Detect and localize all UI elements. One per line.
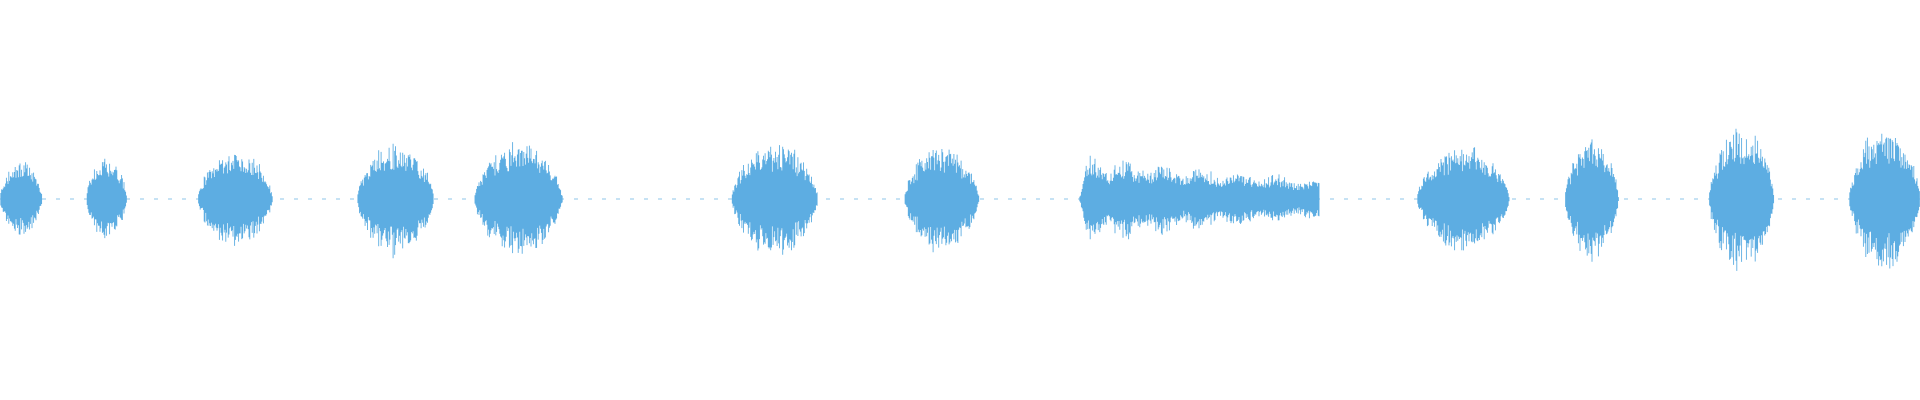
waveform-segment-body [198, 154, 273, 246]
waveform-segment-body [1565, 139, 1619, 262]
waveform-segment [0, 162, 43, 235]
waveform-segment [1079, 155, 1320, 240]
waveform-segment [731, 145, 818, 255]
waveform-segment-body [1709, 128, 1775, 271]
waveform-segment-body [0, 162, 43, 235]
waveform-segment [357, 143, 434, 259]
waveform-segment [1417, 147, 1510, 251]
waveform-segment-body [357, 143, 434, 259]
waveform-segment [474, 142, 563, 254]
waveform-segment-body [86, 158, 127, 239]
waveform-segment-body [731, 145, 818, 255]
waveform-segment [1709, 128, 1775, 271]
waveform-segment [904, 149, 980, 253]
waveform-segment [86, 158, 127, 239]
waveform-segment-body [1417, 147, 1510, 251]
waveform-segment-body [474, 142, 563, 254]
waveform-segment-body [1849, 133, 1920, 269]
waveform-segment [1565, 139, 1619, 262]
waveform-segments [0, 128, 1920, 271]
waveform-segment [198, 154, 273, 246]
waveform-segment-body [1079, 155, 1320, 240]
waveform-segment [1849, 133, 1920, 269]
waveform-segment-body [904, 149, 980, 253]
